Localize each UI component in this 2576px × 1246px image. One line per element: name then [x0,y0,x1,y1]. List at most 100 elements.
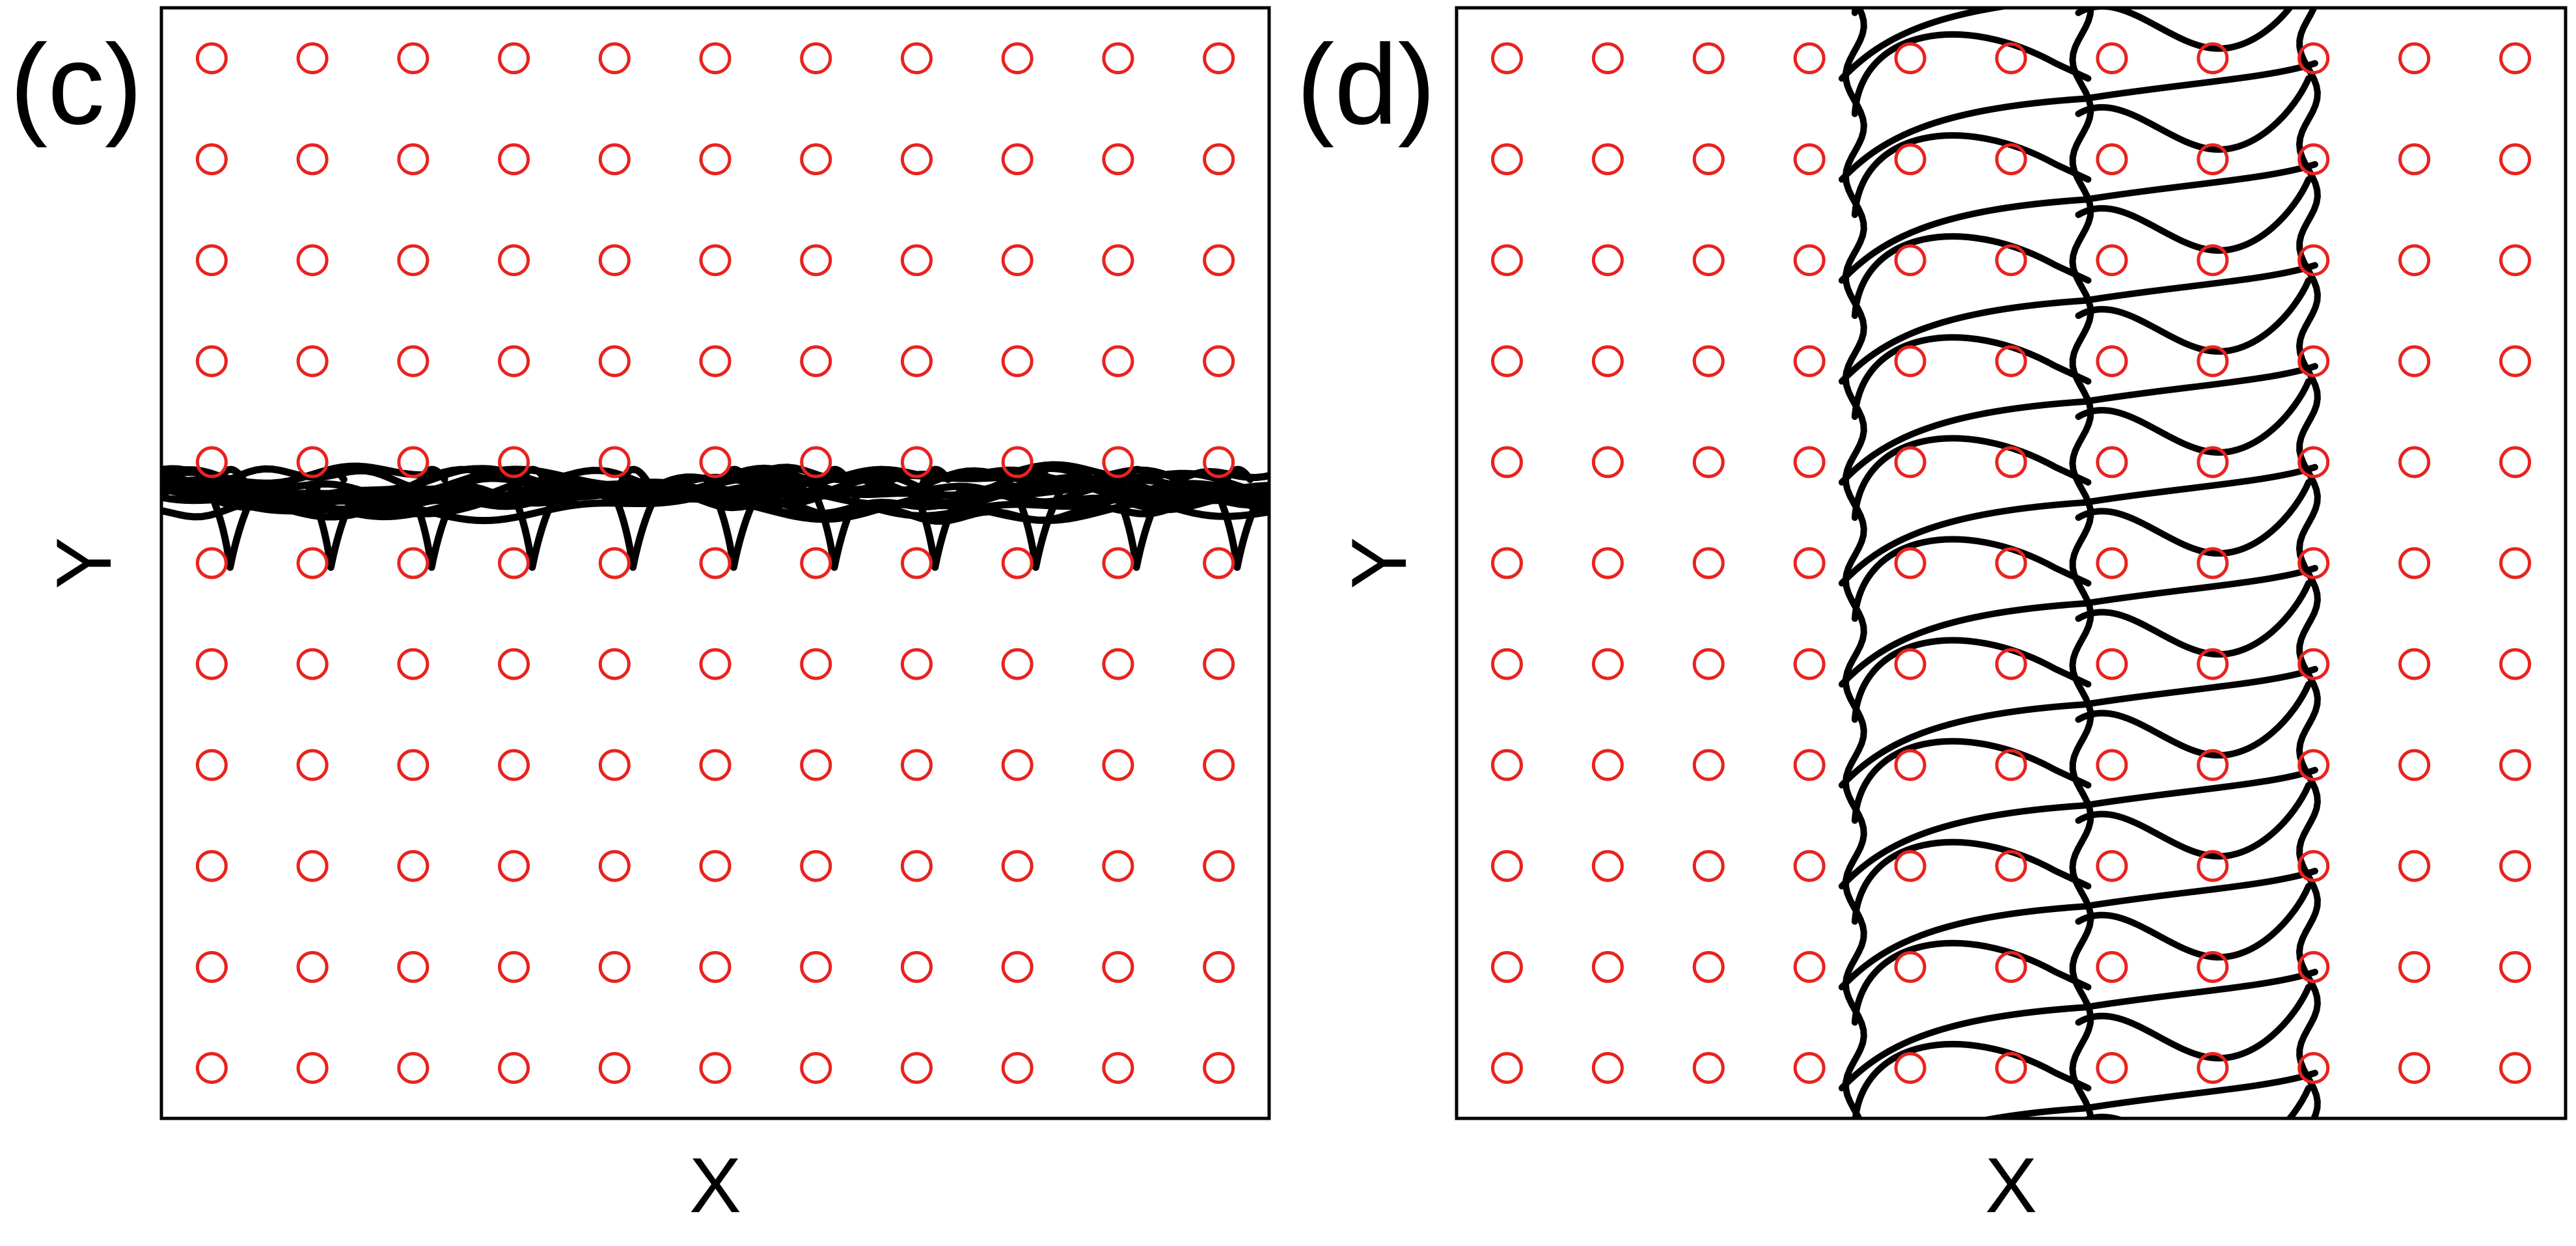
scatterer-5-10 [1203,547,1235,579]
scatterer-2-5 [1995,850,2027,882]
scatterer-9-8 [1001,143,1034,176]
scatterer-10-1 [296,42,329,75]
trajectory-loop-6 [814,465,851,499]
scatterer-6-3 [1793,446,1826,478]
scatterer-9-8 [2297,143,2330,176]
scatterer-6-0 [1490,446,1523,478]
scatterer-1-3 [498,950,530,983]
trajectory-strand-11 [1977,1070,2318,1118]
scatterer-2-5 [699,850,732,882]
scatterer-10-5 [699,42,732,75]
scatterer-4-2 [397,648,430,680]
scatterer-1-6 [2096,950,2128,983]
scatterer-2-10 [1203,850,1235,882]
trajectory-cross-9 [2075,883,2312,961]
scatterer-6-7 [900,446,933,478]
scatterer-3-2 [1692,749,1725,781]
scatterer-0-4 [1894,1051,1926,1084]
trajectory-vertical-2 [2296,8,2321,1118]
scatterer-5-8 [2297,547,2330,579]
scatterer-1-7 [2197,950,2229,983]
scatterer-7-3 [498,345,530,378]
panel-c-frame [159,6,1271,1120]
scatterer-9-3 [498,143,530,176]
scatterer-8-6 [800,244,832,277]
trajectory-arch-3 [1851,334,2092,421]
scatterer-8-4 [598,244,631,277]
scatterer-5-10 [2499,547,2532,579]
scatterer-10-9 [1102,42,1134,75]
trajectory-cross-1 [2075,75,2312,153]
scatterer-8-9 [2398,244,2431,277]
scatterer-5-6 [2096,547,2128,579]
scatterer-7-9 [1102,345,1134,378]
scatterer-4-5 [699,648,732,680]
scatterer-7-9 [2398,345,2431,378]
scatterer-8-1 [296,244,329,277]
scatterer-0-7 [2197,1051,2229,1084]
scatterer-0-4 [598,1051,631,1084]
trajectory-arch-1 [1851,132,2092,218]
scatterer-8-6 [2096,244,2128,277]
trajectory-strand-1 [1838,60,2318,183]
scatterer-7-0 [195,345,228,378]
scatterer-3-9 [1102,749,1134,781]
scatterer-0-5 [699,1051,732,1084]
scatterer-3-5 [699,749,732,781]
scatterer-2-0 [1490,850,1523,882]
scatterer-4-8 [2297,648,2330,680]
trajectory-arch-5 [1851,536,2092,622]
scatterer-2-7 [2197,850,2229,882]
scatterer-10-8 [1001,42,1034,75]
scatterer-3-8 [2297,749,2330,781]
scatterer-7-5 [1995,345,2027,378]
scatterer-5-0 [195,547,228,579]
scatterer-0-9 [1102,1051,1134,1084]
scatterer-4-7 [900,648,933,680]
scatterer-4-10 [1203,648,1235,680]
scatterer-3-0 [195,749,228,781]
trajectory-spike-4 [606,482,663,571]
trajectory-spike-2 [405,482,461,571]
trajectory-spike-1 [304,482,361,571]
scatterer-8-8 [2297,244,2330,277]
scatterer-1-6 [800,950,832,983]
trajectory-spike-5 [707,482,763,571]
scatterer-0-5 [1995,1051,2027,1084]
scatterer-0-8 [1001,1051,1034,1084]
scatterer-9-7 [2197,143,2229,176]
scatterer-7-8 [2297,345,2330,378]
scatterer-8-9 [1102,244,1134,277]
scatterer-2-8 [1001,850,1034,882]
scatterer-9-10 [1203,143,1235,176]
scatterer-2-10 [2499,850,2532,882]
scatterer-9-6 [2096,143,2128,176]
scatterer-0-8 [2297,1051,2330,1084]
scatterer-1-8 [2297,950,2330,983]
scatterer-7-2 [397,345,430,378]
scatterer-9-0 [195,143,228,176]
panel-c-y-label: Y [40,537,128,589]
scatterer-3-0 [1490,749,1523,781]
scatterer-2-4 [598,850,631,882]
scatterer-1-2 [1692,950,1725,983]
scatterer-2-9 [1102,850,1134,882]
trajectory-loop-7 [915,465,952,499]
panel-c-label: (c) [10,21,143,148]
scatterer-10-2 [397,42,430,75]
scatterer-6-2 [397,446,430,478]
trajectory-cross-4 [2075,378,2312,456]
scatterer-0-0 [1490,1051,1523,1084]
scatterer-4-4 [598,648,631,680]
scatterer-10-6 [2096,42,2128,75]
scatterer-4-0 [195,648,228,680]
scatterer-2-0 [195,850,228,882]
scatterer-3-8 [1001,749,1034,781]
scatterer-4-10 [2499,648,2532,680]
scatterer-0-3 [498,1051,530,1084]
scatterer-9-9 [2398,143,2431,176]
scatterer-4-6 [2096,648,2128,680]
trajectory-spike-6 [808,482,864,571]
trajectory-strand-0 [1838,8,2016,82]
